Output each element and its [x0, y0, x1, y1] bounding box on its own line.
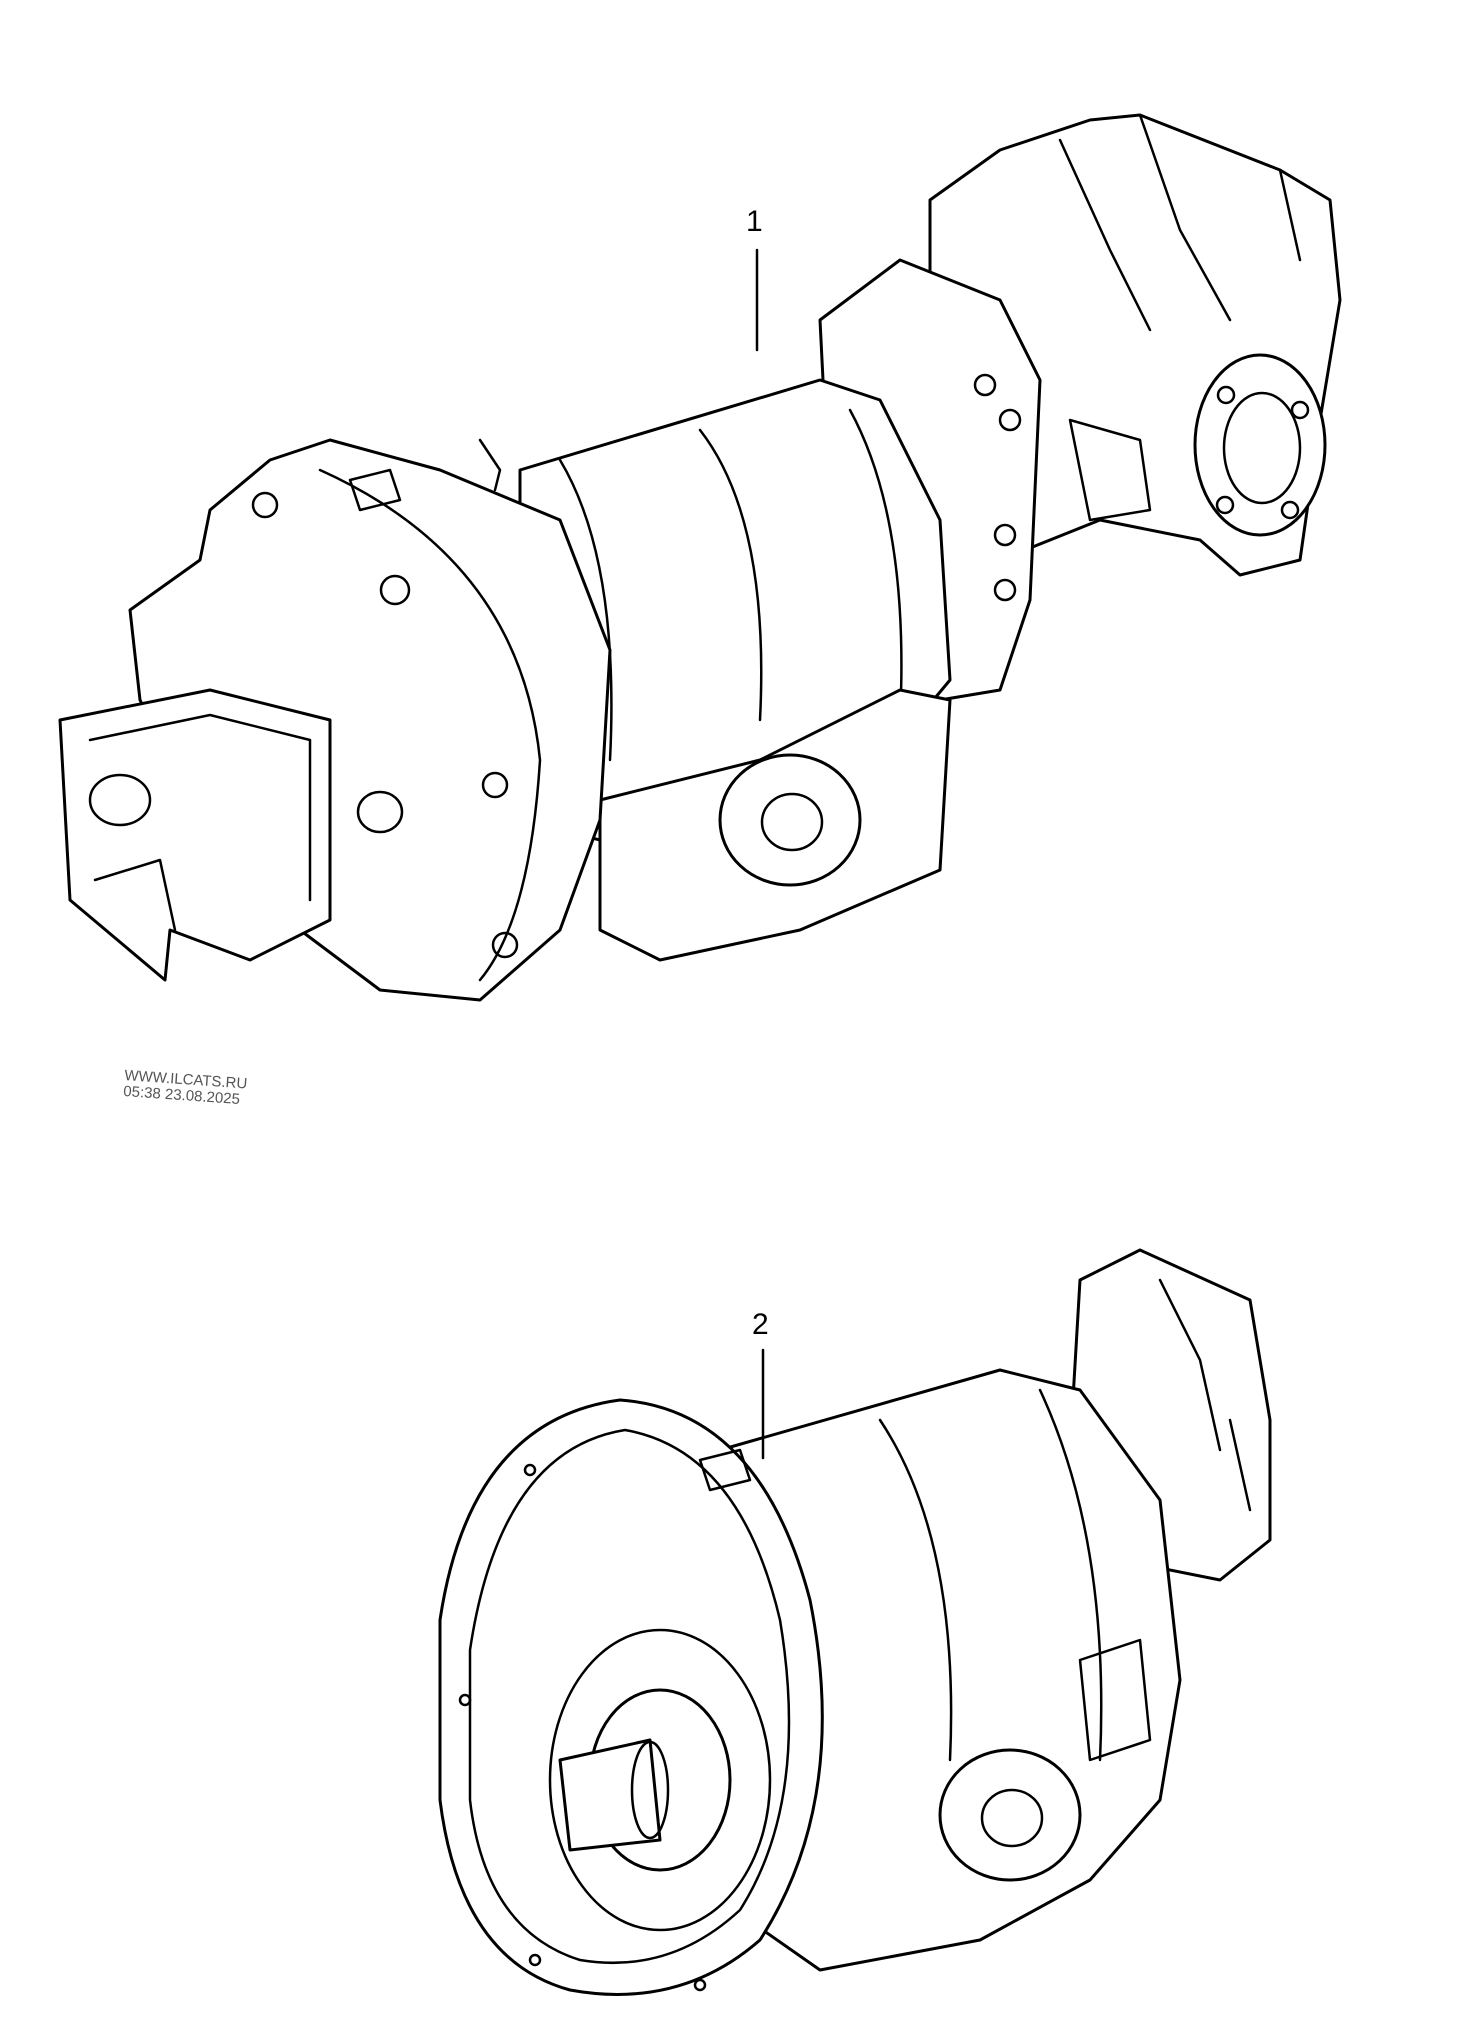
transmission-assembly-2 — [438, 1248, 1272, 1996]
transmission-assembly-1 — [58, 113, 1342, 1002]
callout-1: 1 — [746, 205, 763, 238]
callout-2: 2 — [752, 1308, 769, 1341]
